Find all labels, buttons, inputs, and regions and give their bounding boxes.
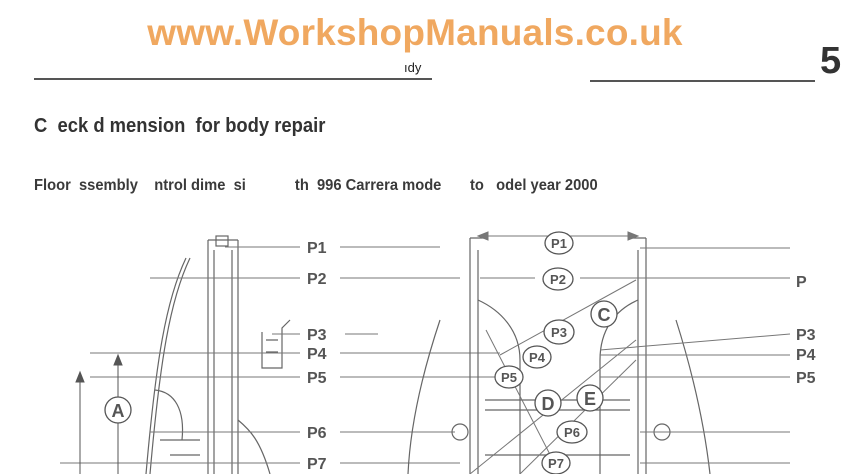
right-callout-labels: P P3 P4 P5	[796, 274, 816, 387]
svg-text:P3: P3	[551, 325, 567, 340]
callout-p1-left: P1	[307, 240, 327, 257]
circled-p7: P7	[541, 451, 571, 474]
svg-text:A: A	[112, 401, 125, 421]
left-leader-lines	[60, 246, 500, 464]
svg-text:P7: P7	[548, 456, 564, 471]
svg-text:P5: P5	[501, 370, 517, 385]
callout-p-right: P	[796, 274, 807, 291]
header-fragment: ıdy	[404, 60, 422, 75]
svg-text:E: E	[584, 389, 596, 409]
circled-p3: P3	[543, 319, 575, 345]
dimension-letters: A C D E	[104, 300, 618, 424]
callout-p5-left: P5	[307, 370, 327, 387]
callout-p3-right: P3	[796, 327, 816, 344]
header-rule-left	[34, 78, 432, 80]
circled-p2: P2	[542, 267, 574, 291]
circled-p1: P1	[544, 231, 574, 255]
callout-p4-left: P4	[307, 346, 327, 363]
diagonal-measure-lines	[469, 231, 791, 474]
floor-plan-view	[407, 237, 711, 474]
circled-p6: P6	[556, 420, 588, 444]
left-side-view	[145, 235, 291, 474]
circled-callouts: P1 P2 P3 P4 P5 P6 P7	[494, 231, 588, 474]
callout-p5-right: P5	[796, 370, 816, 387]
circled-p5: P5	[494, 365, 524, 389]
callout-p6-left: P6	[307, 425, 327, 442]
callout-p2-left: P2	[307, 271, 327, 288]
watermark-url: www.WorkshopManuals.co.uk	[147, 12, 683, 53]
dimension-c: C	[590, 300, 618, 328]
callout-p3-left: P3	[307, 327, 327, 344]
circled-p4: P4	[522, 345, 552, 369]
svg-text:P2: P2	[550, 272, 566, 287]
svg-text:C: C	[598, 305, 611, 325]
callout-p7-left: P7	[307, 456, 327, 473]
callout-p4-right: P4	[796, 347, 816, 364]
page-subtitle: Floor ssembly ntrol dime si th 996 Carre…	[34, 177, 598, 194]
chapter-number: 5	[820, 40, 842, 82]
svg-text:D: D	[542, 394, 555, 414]
dimension-a: A	[104, 396, 132, 424]
left-callout-labels: P1 P2 P3 P4 P5 P6 P7	[307, 240, 327, 473]
dimension-d: D	[534, 389, 562, 417]
header-rule-right	[590, 80, 815, 82]
svg-text:P1: P1	[551, 236, 567, 251]
svg-text:P6: P6	[564, 425, 580, 440]
svg-text:P4: P4	[529, 350, 546, 365]
dimension-e: E	[576, 384, 604, 412]
page-title: C eck d mension for body repair	[34, 115, 326, 137]
